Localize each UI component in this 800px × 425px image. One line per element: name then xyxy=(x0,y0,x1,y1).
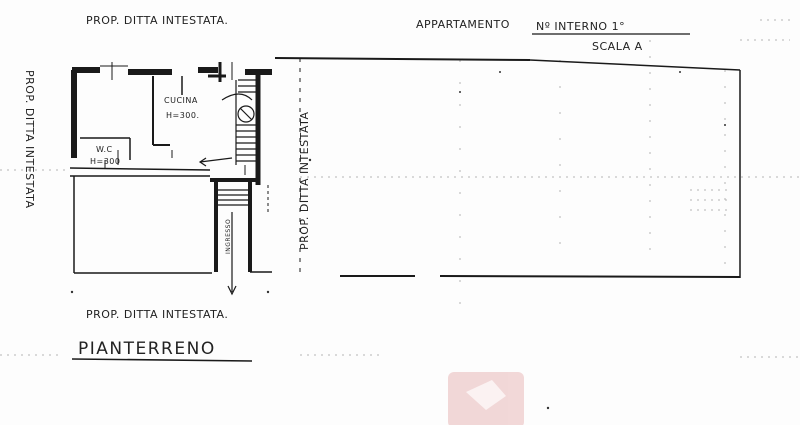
boundary-lines xyxy=(274,57,741,278)
stair-label: SCALA A xyxy=(592,40,643,53)
kitchen-height: H=300. xyxy=(166,111,200,120)
wc-name: W.C xyxy=(96,145,113,154)
apartment-prefix: APPARTAMENTO xyxy=(416,18,510,31)
bottom-owner-label: PROP. DITTA INTESTATA. xyxy=(86,308,228,321)
floor-underline xyxy=(71,358,253,362)
watermark-logo xyxy=(448,372,524,425)
entrance-label: INGRESSO xyxy=(225,219,232,254)
center-owner-label: PROP. DITTA INTESTATA xyxy=(298,111,311,250)
wc-height: H=300 xyxy=(90,157,121,166)
top-owner-label: PROP. DITTA INTESTATA. xyxy=(86,14,228,27)
floor-label: PIANTERRENO xyxy=(78,339,216,359)
stair-treads xyxy=(216,79,258,206)
left-owner-label: PROP. DITTA INTESTATA xyxy=(23,70,36,209)
entrance-arrow xyxy=(227,212,237,296)
kitchen-name: CUCINA xyxy=(164,96,198,105)
apartment-number: Nº INTERNO 1° xyxy=(536,20,625,33)
tick-marks xyxy=(70,71,726,410)
scan-noise xyxy=(0,19,800,358)
apartment-walls xyxy=(69,62,272,274)
stair-arrow xyxy=(198,62,255,167)
